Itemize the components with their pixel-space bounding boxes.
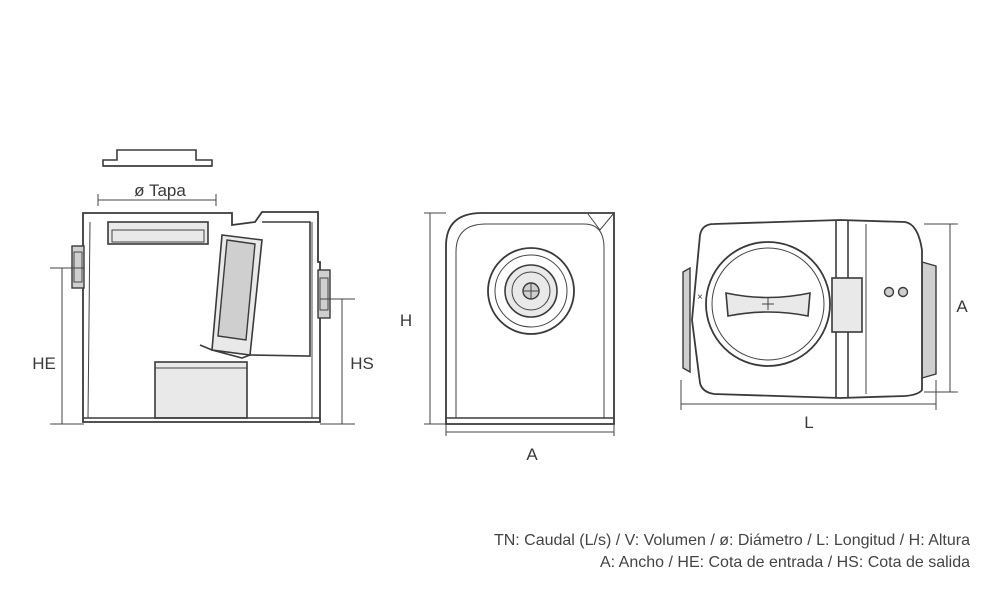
lid-drawing (102, 149, 213, 167)
he-dimension: HE (32, 267, 84, 425)
hs-label: HS (350, 354, 374, 373)
l-dimension: L (680, 380, 937, 432)
a-top-dimension: A (924, 223, 968, 393)
he-label: HE (32, 354, 56, 373)
tapa-dimension: ø Tapa (97, 181, 217, 206)
legend-line-1: TN: Caudal (L/s) / V: Volumen / ø: Diáme… (493, 532, 970, 549)
front-view: H A (400, 212, 615, 464)
legend-line-2: A: Ancho / HE: Cota de entrada / HS: Cot… (600, 554, 970, 571)
top-view: × L A (680, 219, 968, 432)
side-body (71, 211, 331, 423)
tapa-label: ø Tapa (134, 181, 186, 200)
a-front-dimension: A (445, 424, 615, 464)
svg-text:×: × (697, 292, 703, 303)
a-top-label: A (956, 297, 968, 316)
legend: TN: Caudal (L/s) / V: Volumen / ø: Diáme… (494, 530, 970, 574)
h-dimension: H (400, 212, 446, 425)
l-label: L (804, 413, 813, 432)
h-label: H (400, 311, 412, 330)
hs-dimension: HS (320, 298, 374, 425)
a-front-label: A (526, 445, 538, 464)
side-view: ø Tapa (32, 149, 374, 425)
front-outlet (487, 247, 575, 335)
